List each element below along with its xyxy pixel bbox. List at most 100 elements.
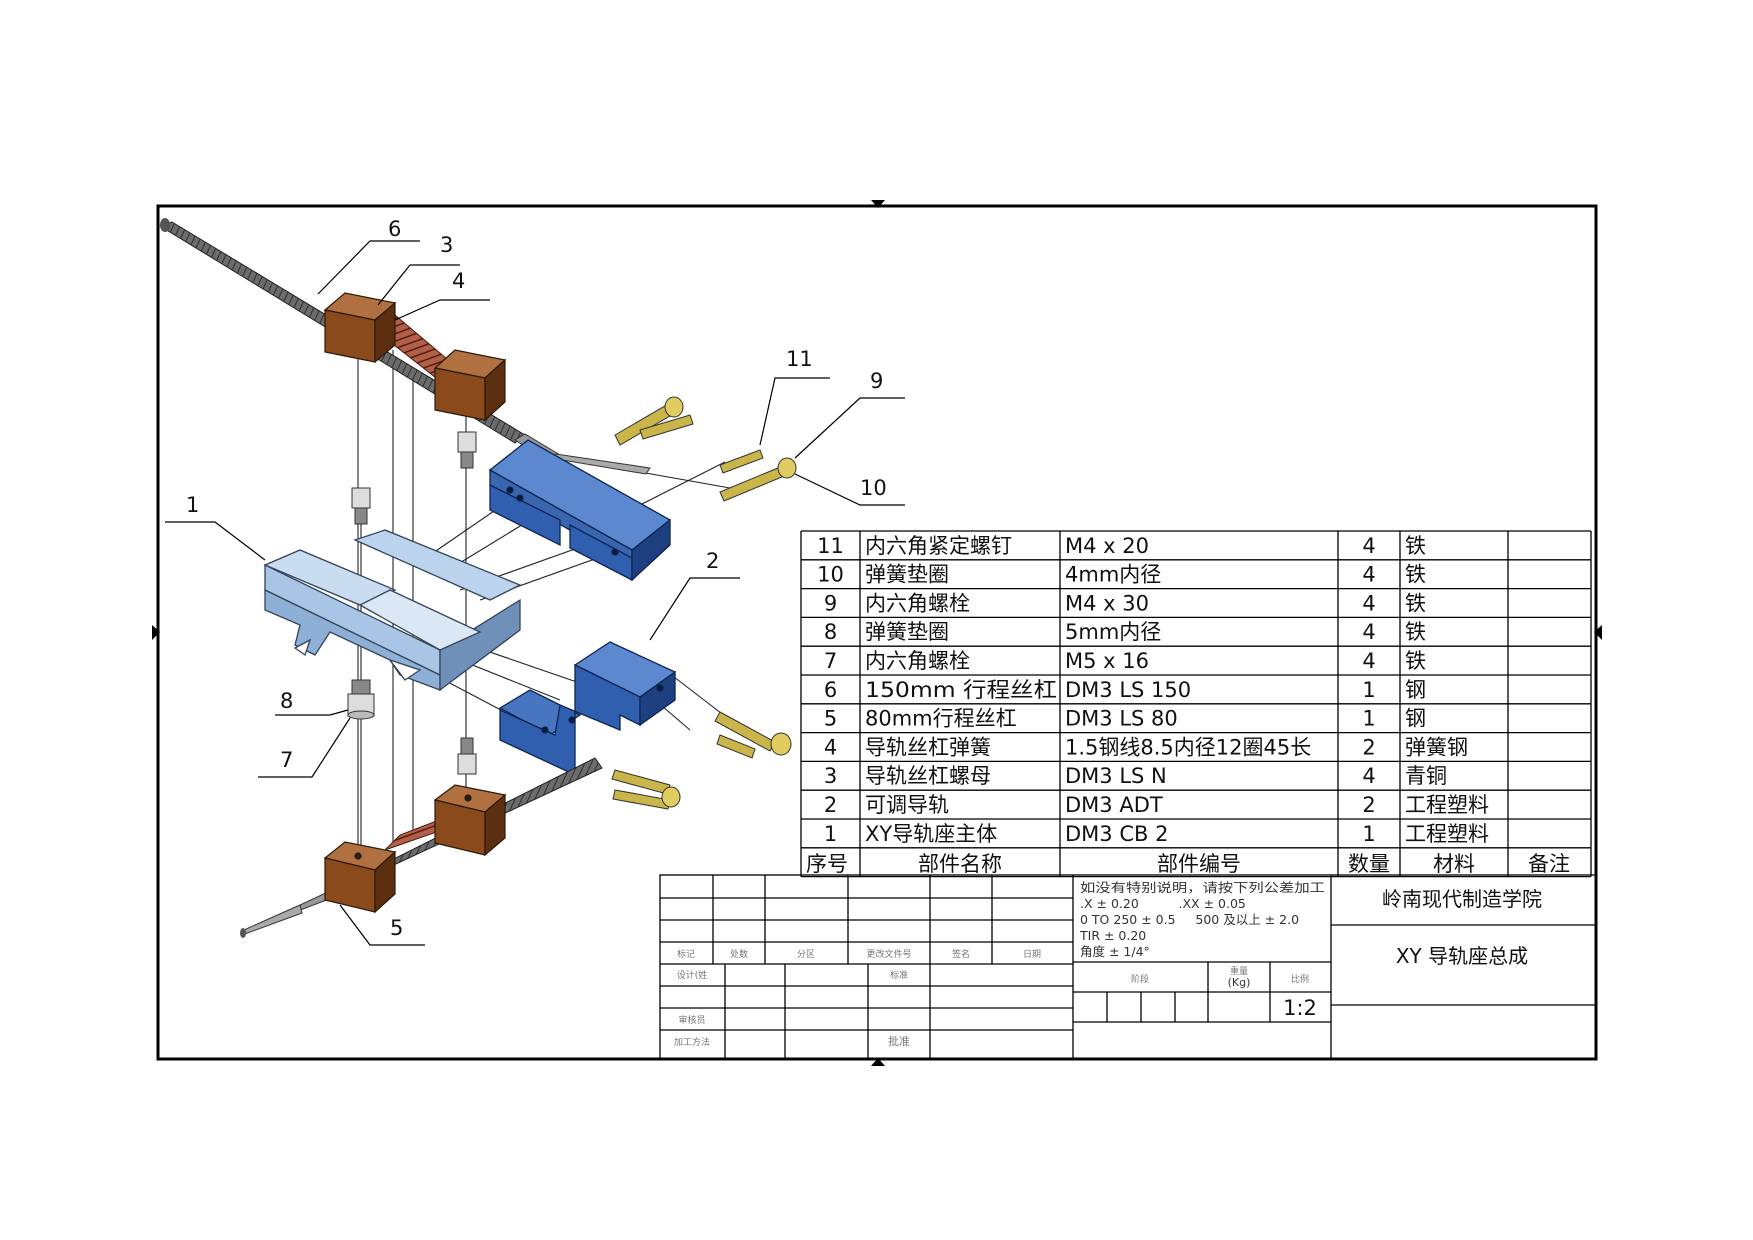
- tolerance-note: 如没有特别说明，请按下列公差加工 .X ± 0.20 .XX ± 0.05 0 …: [1079, 880, 1325, 959]
- bolt-vertical-1: [351, 487, 371, 525]
- bom-cell-material: 钢: [1405, 707, 1426, 731]
- nut-top-right: [433, 349, 507, 422]
- label-zone: 分区: [797, 949, 815, 960]
- label-weight: 重量: [1230, 965, 1248, 977]
- bom-cell-no: 8: [824, 620, 837, 644]
- bom-cell-material: 工程塑料: [1405, 793, 1489, 817]
- bolts-horizontal: [611, 396, 797, 810]
- label-sign: 签名: [952, 948, 970, 960]
- bom-header-note: 备注: [1528, 852, 1570, 876]
- label-weight-unit: (Kg): [1228, 976, 1251, 989]
- bom-cell-no: 4: [824, 735, 837, 759]
- bom-cell-material: 钢: [1405, 678, 1426, 702]
- bolt-vertical-2: [457, 431, 477, 469]
- label-standard: 标准: [890, 969, 908, 981]
- bom-cell-name: XY导轨座主体: [865, 822, 997, 846]
- bom-cell-code: DM3 ADT: [1065, 793, 1163, 817]
- label-process: 加工方法: [674, 1036, 710, 1048]
- bom-cell-qty: 4: [1362, 591, 1375, 615]
- callout-8: 8: [280, 689, 293, 713]
- bom-cell-code: 4mm内径: [1065, 563, 1161, 587]
- nut-bottom-right: [433, 784, 507, 857]
- callout-leaders: [165, 240, 905, 946]
- bom-row: 8 弹簧垫圈 5mm内径 4 铁: [824, 620, 1426, 644]
- stage-weight-scale: 阶段 重量 (Kg) 比例 1:2: [1131, 965, 1317, 1020]
- bom-cell-qty: 1: [1362, 822, 1375, 846]
- title-block-grid: [659, 874, 1597, 1060]
- bom-cell-qty: 2: [1362, 735, 1375, 759]
- main-body: [263, 529, 522, 692]
- bom-cell-name: 导轨丝杠弹簧: [865, 735, 991, 759]
- bom-cell-material: 铁: [1405, 620, 1426, 644]
- bom-cell-code: 5mm内径: [1065, 620, 1161, 644]
- callout-labels: 6 3 4 11 9 10 1 2 8 7 5: [186, 217, 887, 940]
- bom-cell-qty: 2: [1362, 793, 1375, 817]
- label-count: 处数: [730, 948, 748, 960]
- bom-row: 4 导轨丝杠弹簧 1.5钢线8.5内径12圈45长 2 弹簧钢: [824, 735, 1468, 759]
- bom-cell-material: 弹簧钢: [1405, 735, 1468, 759]
- bom-cell-material: 铁: [1405, 649, 1426, 673]
- title-block: 标记 处数 分区 更改文件号 签名 日期 设计(姓 标准 审核员 加工方法 批准…: [659, 874, 1597, 1060]
- bom-cell-no: 7: [824, 649, 837, 673]
- bom-header-no: 序号: [806, 852, 848, 876]
- nut-top-left: [323, 292, 397, 364]
- label-stage: 阶段: [1131, 973, 1149, 985]
- label-date: 日期: [1023, 949, 1041, 960]
- bom-cell-name: 弹簧垫圈: [865, 563, 949, 587]
- drawing-title: XY 导轨座总成: [1396, 944, 1528, 968]
- bom-cell-name: 150mm 行程丝杠: [865, 678, 1057, 702]
- rail-upper: [488, 439, 672, 582]
- bom-cell-name: 80mm行程丝杠: [865, 707, 1017, 731]
- bom-cell-name: 可调导轨: [865, 793, 949, 817]
- bom-cell-code: DM3 LS N: [1065, 764, 1167, 788]
- tolerance-line-3: 0 TO 250 ± 0.5 500 及以上 ± 2.0: [1080, 912, 1299, 927]
- rail-lower: [498, 641, 677, 777]
- bom-cell-no: 11: [817, 534, 844, 558]
- bom-cell-name: 内六角紧定螺钉: [865, 534, 1012, 558]
- tolerance-line-1: 如没有特别说明，请按下列公差加工: [1080, 880, 1325, 895]
- bom-cell-qty: 4: [1362, 764, 1375, 788]
- bom-header-qty: 数量: [1348, 852, 1390, 876]
- bom-cell-code: M5 x 16: [1065, 649, 1149, 673]
- bolt-vertical-3: [347, 679, 375, 720]
- bom-cell-no: 6: [824, 678, 837, 702]
- scale-value: 1:2: [1283, 996, 1317, 1020]
- bom-cell-no: 3: [824, 764, 837, 788]
- label-approve: 批准: [888, 1034, 910, 1048]
- label-ratio: 比例: [1291, 973, 1309, 985]
- bom-cell-name: 内六角螺栓: [865, 649, 970, 673]
- bom-cell-qty: 4: [1362, 620, 1375, 644]
- bom-cell-material: 铁: [1405, 591, 1426, 615]
- bom-cell-name: 弹簧垫圈: [865, 620, 949, 644]
- label-change-doc: 更改文件号: [866, 948, 911, 960]
- callout-9: 9: [870, 369, 883, 393]
- bom-table: 11 内六角紧定螺钉 M4 x 20 4 铁 10 弹簧垫圈 4mm内径 4 铁 9 内六角螺栓 M4 …: [800, 530, 1592, 878]
- bom-cell-no: 9: [824, 591, 837, 615]
- bom-cell-material: 铁: [1405, 563, 1426, 587]
- bom-header-name: 部件名称: [918, 852, 1002, 876]
- bom-grid: [800, 530, 1592, 878]
- revision-labels: 标记 处数 分区 更改文件号 签名 日期 设计(姓 标准 审核员 加工方法 批准: [674, 948, 1041, 1048]
- bom-cell-code: M4 x 30: [1065, 591, 1149, 615]
- lead-screw-80: [240, 757, 603, 938]
- bom-cell-no: 10: [817, 563, 844, 587]
- callout-6: 6: [388, 217, 401, 241]
- label-reviewer: 审核员: [678, 1014, 705, 1026]
- bom-rows: 11 内六角紧定螺钉 M4 x 20 4 铁 10 弹簧垫圈 4mm内径 4 铁 9 内六角螺栓 M4 …: [817, 534, 1489, 846]
- bom-cell-code: 1.5钢线8.5内径12圈45长: [1065, 735, 1311, 759]
- callout-1: 1: [186, 493, 199, 517]
- bom-cell-code: DM3 CB 2: [1065, 822, 1168, 846]
- bom-cell-qty: 4: [1362, 563, 1375, 587]
- exploded-assembly-view: [158, 218, 797, 938]
- bom-cell-code: M4 x 20: [1065, 534, 1149, 558]
- bom-row: 10 弹簧垫圈 4mm内径 4 铁: [817, 563, 1426, 587]
- callout-5: 5: [390, 916, 403, 940]
- company-name: 岭南现代制造学院: [1382, 887, 1542, 911]
